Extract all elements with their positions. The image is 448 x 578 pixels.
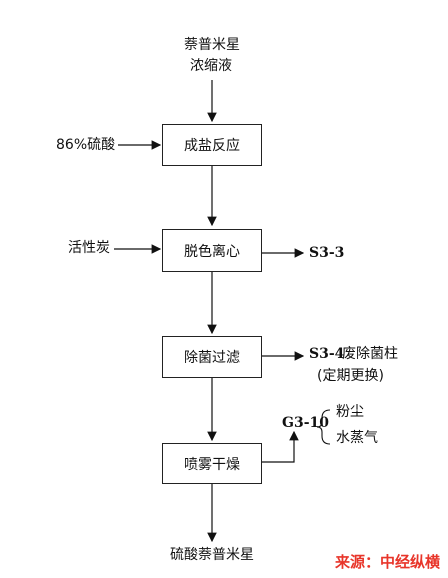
output-s3-4-code: S3-4	[309, 346, 345, 362]
output-g3-10-item-dust: 粉尘	[336, 404, 364, 420]
input-carbon-label: 活性炭	[68, 240, 110, 256]
product-label: 硫酸萘普米星	[170, 547, 254, 563]
step-box-salt-reaction: 成盐反应	[162, 124, 262, 166]
feed-line2: 浓缩液	[190, 58, 232, 74]
step-label: 脱色离心	[184, 243, 240, 260]
output-g3-10-code: G3-10	[282, 415, 329, 431]
output-s3-3: S3-3	[309, 245, 345, 261]
source-watermark: 来源：中经纵横	[334, 553, 440, 571]
step-box-sterile-filtration: 除菌过滤	[162, 336, 262, 378]
output-g3-10-item-vapor: 水蒸气	[336, 430, 378, 446]
step-label: 除菌过滤	[184, 350, 240, 366]
step-label: 喷雾干燥	[184, 456, 240, 473]
input-acid-label: 86%硫酸	[56, 137, 116, 153]
g3-10-brace	[316, 409, 331, 445]
arrow-dryer-to-g3-10	[262, 430, 299, 463]
output-s3-4-note: (定期更换)	[317, 368, 384, 384]
step-label: 成盐反应	[184, 138, 240, 154]
step-box-spray-drying: 喷雾干燥	[162, 443, 262, 484]
step-box-decolor-centrifuge: 脱色离心	[162, 229, 262, 272]
feed-line1: 萘普米星	[184, 37, 240, 53]
output-s3-4-desc: 废除菌柱	[342, 346, 398, 362]
